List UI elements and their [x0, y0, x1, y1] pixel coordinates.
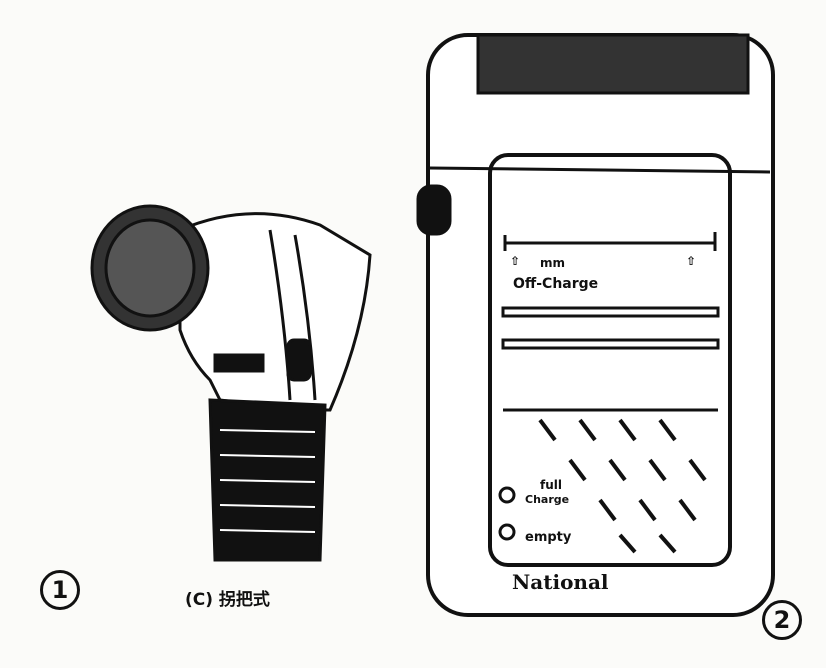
brand-logo: National: [512, 570, 609, 594]
scale-label: mm: [540, 256, 566, 270]
figure-number-1: 1: [40, 570, 80, 610]
charge-label: Charge: [525, 493, 570, 506]
empty-label: empty: [525, 530, 572, 545]
arrow-up-icon: ⇧: [510, 254, 521, 268]
arrow-up-icon: ⇧: [686, 254, 697, 268]
full-label: full: [540, 478, 562, 492]
national-shaver-drawing: [416, 33, 775, 617]
figure-number-2: 2: [762, 600, 802, 640]
off-charge-label: Off-Charge: [513, 276, 599, 292]
handle-shaver-drawing: [90, 204, 372, 562]
figure-1-caption: (C) 拐把式: [185, 590, 270, 610]
